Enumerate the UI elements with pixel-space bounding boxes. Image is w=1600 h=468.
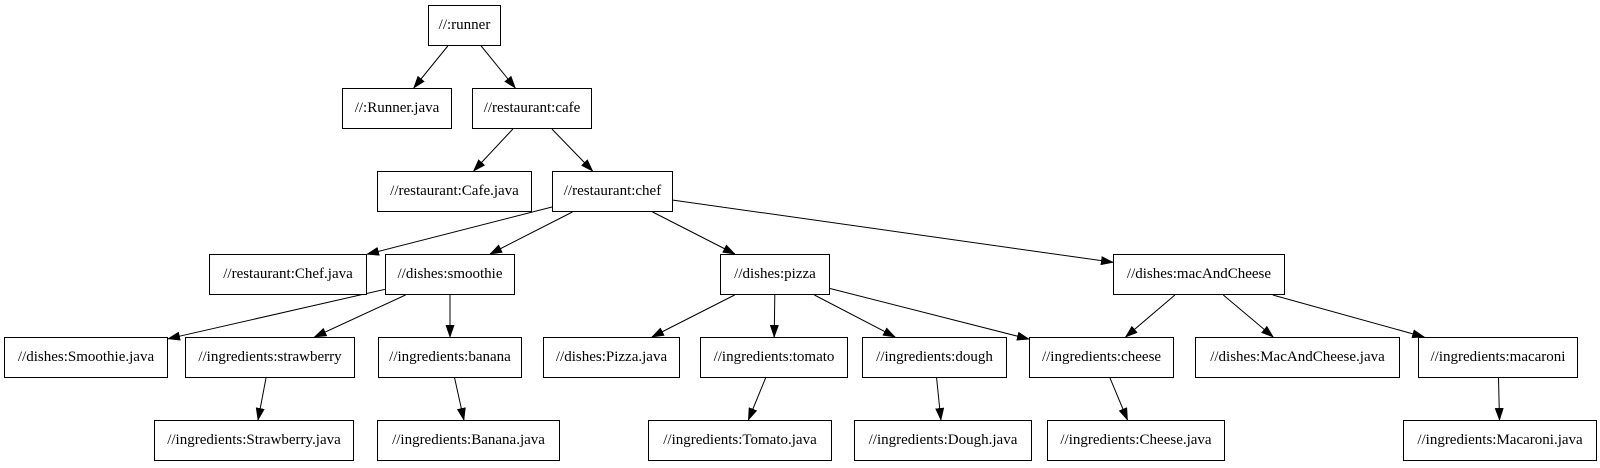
edge-cafe-to-cafe_java xyxy=(472,128,514,172)
edge-dough-to-dough_java xyxy=(935,377,945,421)
edge-cafe-to-chef xyxy=(551,128,594,172)
edge-smoothie-to-strawberry xyxy=(313,294,406,338)
graph-node-label: //ingredients:macaroni xyxy=(1430,349,1566,365)
graph-node-label: //ingredients:Strawberry.java xyxy=(167,432,341,448)
graph-node-label: //dishes:smoothie xyxy=(397,266,503,282)
graph-node-label: //:runner xyxy=(438,17,491,33)
edge-chef-to-pizza xyxy=(652,211,736,255)
graph-node-banana_java: //ingredients:Banana.java xyxy=(377,420,560,461)
graph-node-banana: //ingredients:banana xyxy=(378,337,522,378)
graph-node-macandcheese: //dishes:macAndCheese xyxy=(1113,254,1285,295)
graph-node-dough: //ingredients:dough xyxy=(862,337,1007,378)
graph-node-label: //dishes:macAndCheese xyxy=(1126,266,1272,282)
graph-node-label: //ingredients:Dough.java xyxy=(868,432,1018,448)
graph-node-label: //ingredients:Cheese.java xyxy=(1060,432,1212,448)
graph-node-smoothie_java: //dishes:Smoothie.java xyxy=(4,337,168,378)
graph-node-smoothie: //dishes:smoothie xyxy=(385,254,515,295)
edge-runner-to-cafe xyxy=(480,45,516,89)
graph-node-label: //dishes:pizza xyxy=(734,266,816,282)
graph-node-label: //dishes:Pizza.java xyxy=(555,349,668,365)
edge-chef-to-chef_java xyxy=(366,206,553,256)
edge-macaroni-to-macaroni_java xyxy=(1494,377,1504,421)
edge-tomato-to-tomato_java xyxy=(747,377,767,421)
graph-node-label: //ingredients:banana xyxy=(389,349,511,365)
graph-node-runner: //:runner xyxy=(428,5,501,46)
graph-node-label: //restaurant:cafe xyxy=(483,100,581,116)
graph-node-label: //restaurant:Cafe.java xyxy=(390,183,519,199)
graph-node-macaroni_java: //ingredients:Macaroni.java xyxy=(1403,420,1597,461)
graph-node-cafe_java: //restaurant:Cafe.java xyxy=(377,171,532,212)
edge-macandcheese-to-macandcheese_java xyxy=(1222,294,1274,338)
graph-node-chef_java: //restaurant:Chef.java xyxy=(209,254,367,295)
graph-node-chef: //restaurant:chef xyxy=(552,171,673,212)
edge-banana-to-banana_java xyxy=(454,377,466,421)
edge-smoothie-to-smoothie_java xyxy=(167,288,386,341)
graph-node-label: //ingredients:cheese xyxy=(1041,349,1162,365)
graph-node-label: //restaurant:chef xyxy=(563,183,662,199)
edge-cheese-to-cheese_java xyxy=(1109,377,1128,421)
graph-node-label: //dishes:MacAndCheese.java xyxy=(1210,349,1385,365)
edge-chef-to-smoothie xyxy=(489,211,573,255)
graph-node-label: //ingredients:Tomato.java xyxy=(663,432,817,448)
graph-node-cheese_java: //ingredients:Cheese.java xyxy=(1047,420,1225,461)
edge-pizza-to-pizza_java xyxy=(651,294,735,338)
graph-node-label: //:Runner.java xyxy=(354,100,440,116)
edge-macandcheese-to-cheese xyxy=(1124,294,1176,338)
graph-node-tomato: //ingredients:tomato xyxy=(700,337,848,378)
edge-macandcheese-to-macaroni xyxy=(1272,294,1426,339)
graph-node-label: //ingredients:strawberry xyxy=(198,349,342,365)
edge-pizza-to-tomato xyxy=(769,294,779,338)
graph-node-cafe: //restaurant:cafe xyxy=(472,88,592,129)
graph-node-cheese: //ingredients:cheese xyxy=(1029,337,1174,378)
graph-node-pizza_java: //dishes:Pizza.java xyxy=(543,337,680,378)
edge-pizza-to-dough xyxy=(814,294,896,338)
graph-node-label: //ingredients:Macaroni.java xyxy=(1417,432,1583,448)
edge-chef-to-macandcheese xyxy=(672,199,1114,266)
graph-node-label: //ingredients:dough xyxy=(876,349,993,365)
edge-pizza-to-cheese xyxy=(829,288,1030,341)
graph-node-macaroni: //ingredients:macaroni xyxy=(1418,337,1578,378)
graph-node-strawberry: //ingredients:strawberry xyxy=(185,337,355,378)
graph-node-strawberry_java: //ingredients:Strawberry.java xyxy=(154,420,354,461)
graph-node-label: //restaurant:Chef.java xyxy=(223,266,353,282)
graph-node-label: //ingredients:tomato xyxy=(713,349,835,365)
graph-node-runner_java: //:Runner.java xyxy=(342,88,452,129)
graph-node-label: //ingredients:Banana.java xyxy=(392,432,545,448)
graph-node-pizza: //dishes:pizza xyxy=(720,254,830,295)
graph-node-tomato_java: //ingredients:Tomato.java xyxy=(648,420,832,461)
graph-node-label: //dishes:Smoothie.java xyxy=(17,349,155,365)
edge-runner-to-runner_java xyxy=(413,45,449,89)
graph-node-macandcheese_java: //dishes:MacAndCheese.java xyxy=(1195,337,1400,378)
edge-strawberry-to-strawberry_java xyxy=(255,377,267,421)
graph-node-dough_java: //ingredients:Dough.java xyxy=(854,420,1032,461)
